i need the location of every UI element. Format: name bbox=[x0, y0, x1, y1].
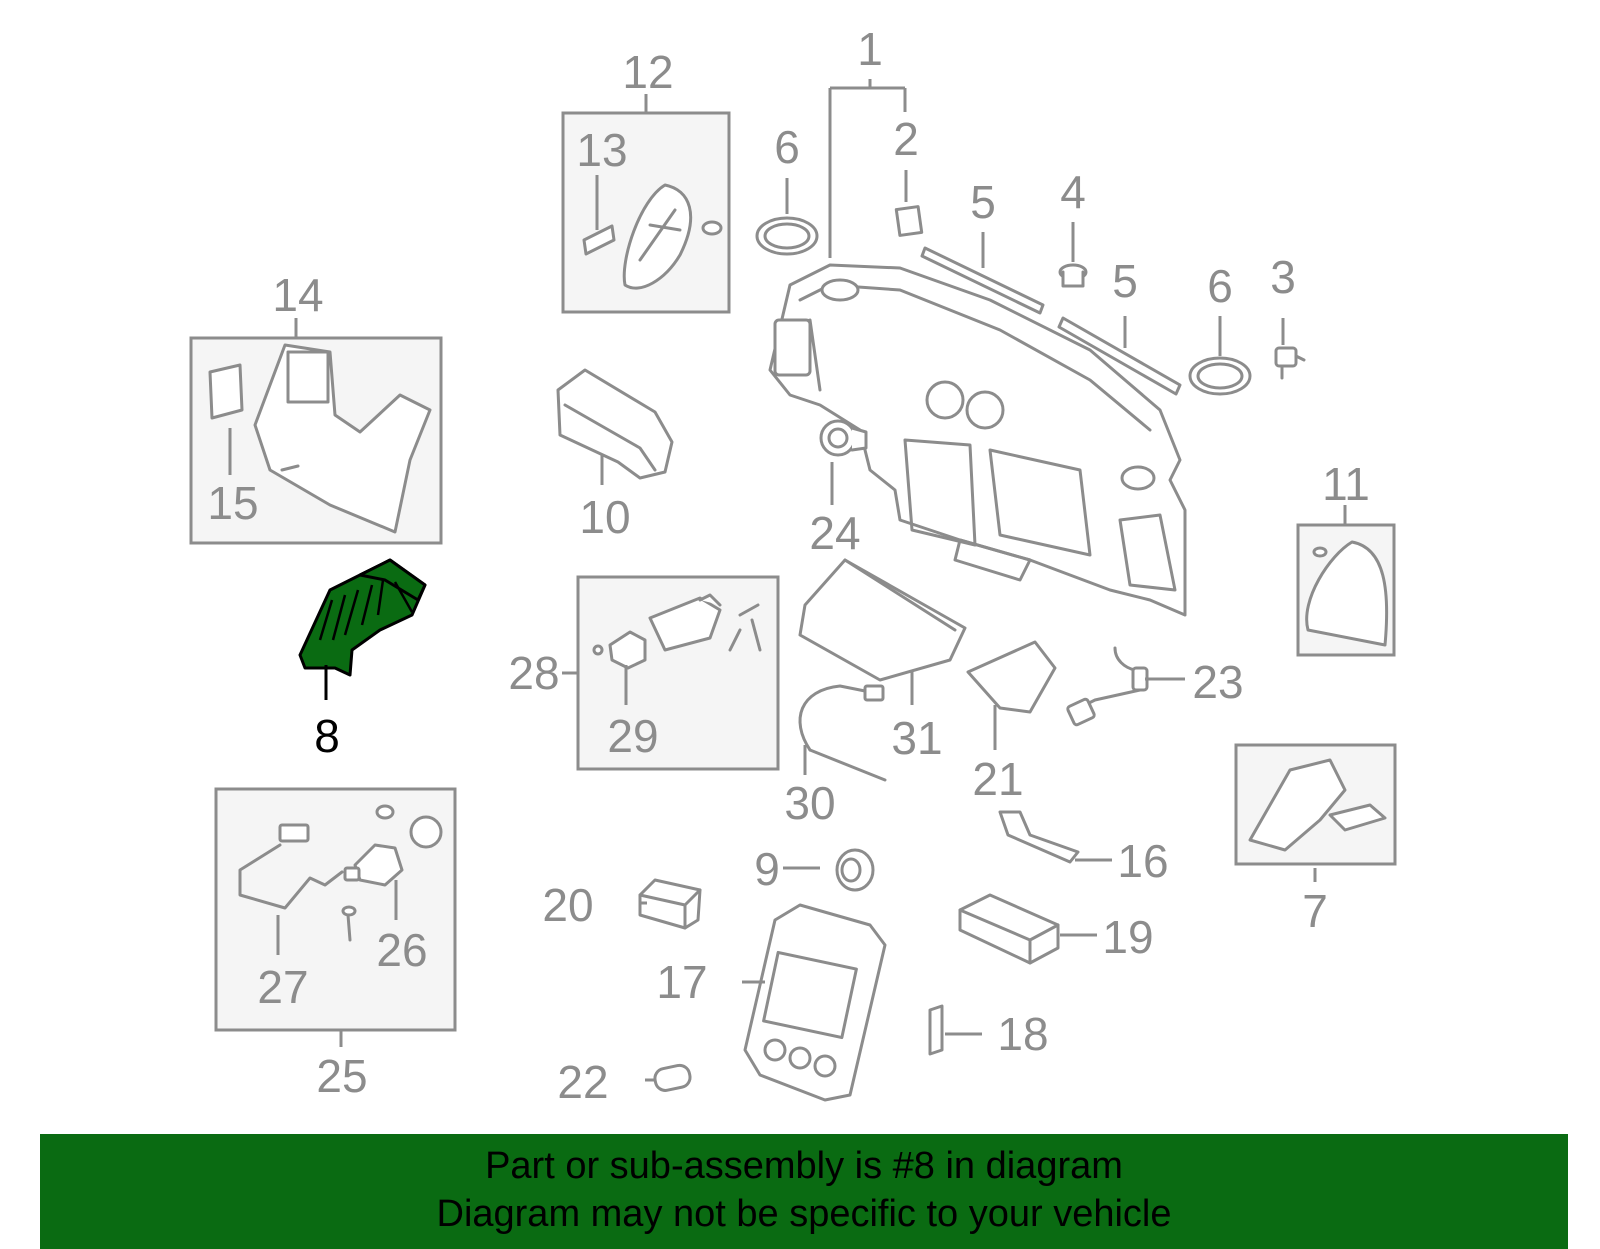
callout-17: 17 bbox=[656, 956, 707, 1008]
bracket-part-16 bbox=[998, 810, 1080, 864]
cluster-hood-part-10 bbox=[556, 368, 674, 480]
banner-line-disclaimer: Diagram may not be specific to your vehi… bbox=[436, 1193, 1172, 1235]
callout-10: 10 bbox=[579, 491, 630, 543]
strip-part-5a bbox=[920, 246, 1045, 315]
callout-5b: 5 bbox=[1112, 255, 1138, 307]
callout-4: 4 bbox=[1060, 166, 1086, 218]
callout-5a: 5 bbox=[970, 176, 996, 228]
callout-23: 23 bbox=[1192, 656, 1243, 708]
callout-9: 9 bbox=[754, 843, 780, 895]
callout-26: 26 bbox=[376, 924, 427, 976]
pad-part-13 bbox=[582, 224, 616, 256]
callout-25: 25 bbox=[316, 1050, 367, 1102]
box-part-19 bbox=[958, 893, 1060, 965]
plug-part-22 bbox=[653, 1063, 692, 1092]
socket-part-26 bbox=[341, 804, 443, 942]
highlighted-part-8 bbox=[298, 558, 427, 677]
harness-part-27 bbox=[238, 823, 344, 910]
pad-part-15 bbox=[208, 363, 244, 420]
ignition-part-29 bbox=[592, 593, 762, 670]
callout-22: 22 bbox=[557, 1056, 608, 1108]
callout-8: 8 bbox=[314, 710, 340, 762]
switch-part-20 bbox=[638, 878, 702, 930]
callout-27: 27 bbox=[257, 961, 308, 1013]
callout-15: 15 bbox=[207, 477, 258, 529]
clip-part-18 bbox=[928, 1004, 944, 1056]
callout-2: 2 bbox=[893, 113, 919, 165]
callout-14: 14 bbox=[272, 269, 323, 321]
callout-24: 24 bbox=[809, 507, 860, 559]
trim-part-11 bbox=[1305, 540, 1389, 647]
callout-16: 16 bbox=[1117, 835, 1168, 887]
callout-21: 21 bbox=[972, 753, 1023, 805]
ring-part-6b bbox=[1188, 356, 1252, 396]
callout-30: 30 bbox=[784, 777, 835, 829]
callout-13: 13 bbox=[576, 124, 627, 176]
callout-31: 31 bbox=[891, 712, 942, 764]
clip-part-4 bbox=[1058, 263, 1088, 288]
callout-29: 29 bbox=[607, 710, 658, 762]
knob-part-24 bbox=[819, 419, 868, 457]
callouts: 1 2 3 4 5 5 6 6 7 8 9 10 11 12 13 14 15 … bbox=[207, 23, 1369, 1108]
callout-19: 19 bbox=[1102, 911, 1153, 963]
airbag-part-31 bbox=[798, 558, 967, 682]
clip-part-2 bbox=[894, 205, 924, 237]
callout-20: 20 bbox=[542, 879, 593, 931]
panel-part-21 bbox=[966, 640, 1057, 714]
grommet-part-9 bbox=[835, 848, 875, 892]
callout-3: 3 bbox=[1270, 251, 1296, 303]
ring-part-6a bbox=[755, 216, 819, 256]
callout-6a: 6 bbox=[774, 121, 800, 173]
screw-part-11 bbox=[1312, 546, 1328, 558]
trim-part-12 bbox=[622, 183, 723, 290]
cable-part-30 bbox=[798, 684, 887, 782]
callout-28: 28 bbox=[508, 647, 559, 699]
banner-line-part: Part or sub-assembly is #8 in diagram bbox=[485, 1145, 1123, 1187]
callout-18: 18 bbox=[997, 1008, 1048, 1060]
callout-1: 1 bbox=[857, 23, 883, 75]
leader-lines bbox=[228, 79, 1347, 1082]
fastener-part-3 bbox=[1274, 346, 1306, 380]
info-banner: Part or sub-assembly is #8 in diagram Di… bbox=[40, 1134, 1568, 1249]
handle-part-7 bbox=[1248, 758, 1387, 852]
callout-12: 12 bbox=[622, 46, 673, 98]
lower-panel-part-14 bbox=[253, 343, 432, 534]
strip-part-5b bbox=[1057, 316, 1182, 396]
harness-part-23 bbox=[1066, 646, 1149, 727]
callout-7: 7 bbox=[1302, 885, 1328, 937]
callout-6b: 6 bbox=[1207, 260, 1233, 312]
center-bezel-part-17 bbox=[743, 903, 887, 1102]
dashboard-part bbox=[768, 263, 1187, 617]
callout-11: 11 bbox=[1322, 458, 1370, 510]
